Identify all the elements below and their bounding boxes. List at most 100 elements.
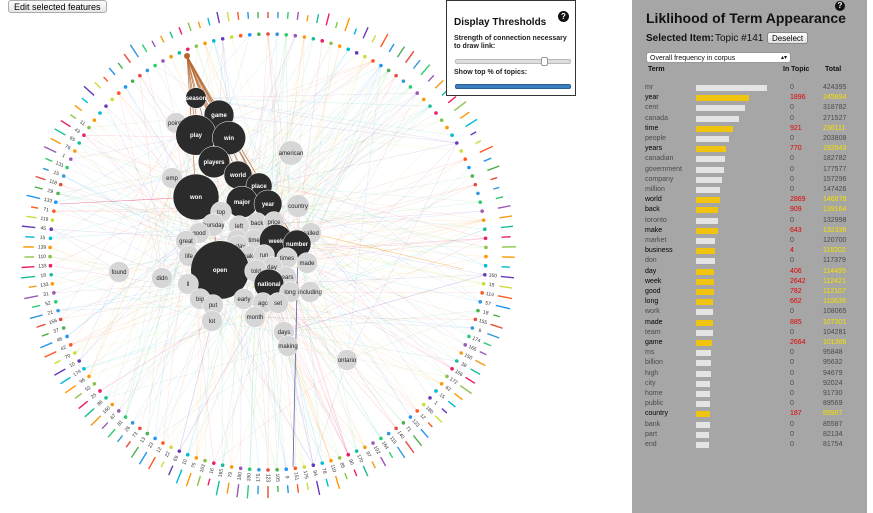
topic-node[interactable] xyxy=(257,468,261,472)
topic-node[interactable] xyxy=(337,44,342,48)
topic-node[interactable] xyxy=(58,317,63,322)
topic-node[interactable] xyxy=(48,254,52,259)
slider-thumb[interactable] xyxy=(541,57,548,66)
term-node[interactable] xyxy=(185,87,207,109)
term-node[interactable] xyxy=(296,252,318,274)
topic-node[interactable] xyxy=(371,441,375,445)
topic-node[interactable] xyxy=(484,254,488,259)
topic-node[interactable] xyxy=(401,79,406,83)
topic-node[interactable] xyxy=(110,402,115,407)
topic-node[interactable] xyxy=(467,165,471,170)
topic-node[interactable] xyxy=(98,111,102,115)
topic-node[interactable] xyxy=(473,182,478,187)
topic-node[interactable] xyxy=(421,402,426,407)
topic-node[interactable] xyxy=(220,463,225,468)
topic-node[interactable] xyxy=(346,47,351,52)
topic-node[interactable] xyxy=(48,263,53,268)
topic-node[interactable] xyxy=(177,51,182,55)
topic-node[interactable] xyxy=(177,449,182,453)
topic-node[interactable] xyxy=(379,63,383,68)
topic-node[interactable] xyxy=(211,461,216,465)
term-node[interactable] xyxy=(108,261,130,283)
topic-node[interactable] xyxy=(483,227,487,232)
sort-dropdown[interactable]: Overall frequency in corpus ▴▾ xyxy=(646,52,791,63)
topic-node[interactable] xyxy=(73,351,77,355)
topic-node[interactable] xyxy=(463,343,468,347)
topic-node[interactable] xyxy=(394,73,398,78)
topic-node[interactable] xyxy=(138,73,142,78)
term-node[interactable] xyxy=(151,267,173,289)
topic-node[interactable] xyxy=(275,32,279,36)
topic-node[interactable] xyxy=(483,236,488,241)
topic-node[interactable] xyxy=(185,47,190,52)
topic-node[interactable] xyxy=(77,359,82,363)
topic-node[interactable] xyxy=(476,191,480,196)
topic-node[interactable] xyxy=(65,165,69,170)
topic-node[interactable] xyxy=(247,467,252,472)
topic-node[interactable] xyxy=(68,157,73,161)
topic-node[interactable] xyxy=(49,272,53,277)
topic-node[interactable] xyxy=(185,452,190,457)
topic-node[interactable] xyxy=(439,382,444,386)
topic-node[interactable] xyxy=(445,374,449,379)
topic-node[interactable] xyxy=(275,468,279,472)
term-node[interactable] xyxy=(336,349,358,371)
top-topics-slider[interactable] xyxy=(455,84,571,89)
deselect-button[interactable]: Deselect xyxy=(767,32,809,44)
topic-node[interactable] xyxy=(320,39,325,43)
topic-node[interactable] xyxy=(87,125,91,130)
topic-node[interactable] xyxy=(470,174,475,178)
topic-node[interactable] xyxy=(329,41,333,46)
topic-node[interactable] xyxy=(450,133,454,137)
topic-node[interactable] xyxy=(311,36,316,41)
topic-node[interactable] xyxy=(363,445,367,450)
topic-node[interactable] xyxy=(354,449,359,453)
topic-node[interactable] xyxy=(408,85,413,89)
help-icon[interactable]: ? xyxy=(558,11,569,22)
topic-ring[interactable]: 1601511457181559174165150391661726215118… xyxy=(20,12,516,499)
topic-node[interactable] xyxy=(194,456,199,460)
topic-node[interactable] xyxy=(61,326,66,330)
topic-node[interactable] xyxy=(104,104,108,108)
topic-node[interactable] xyxy=(229,35,234,39)
topic-node[interactable] xyxy=(130,421,135,425)
topic-node[interactable] xyxy=(311,463,316,468)
topic-node[interactable] xyxy=(110,97,115,102)
connection-strength-slider[interactable] xyxy=(455,57,571,66)
topic-node[interactable] xyxy=(153,436,157,441)
topic-node[interactable] xyxy=(483,263,488,268)
topic-node[interactable] xyxy=(408,415,413,419)
topic-node[interactable] xyxy=(92,118,97,122)
topic-node[interactable] xyxy=(68,343,73,347)
topic-node[interactable] xyxy=(169,54,173,59)
topic-node[interactable] xyxy=(434,389,438,393)
topic-node[interactable] xyxy=(145,68,150,73)
topic-node[interactable] xyxy=(123,415,128,419)
selected-topic-node[interactable] xyxy=(184,53,190,59)
topic-node[interactable] xyxy=(52,209,56,213)
topic-node[interactable] xyxy=(473,317,478,322)
topic-node[interactable] xyxy=(65,334,69,339)
topic-node[interactable] xyxy=(56,308,60,313)
topic-node[interactable] xyxy=(463,157,468,161)
topic-node[interactable] xyxy=(481,282,486,286)
topic-node[interactable] xyxy=(459,149,463,153)
topic-node[interactable] xyxy=(484,245,488,250)
topic-node[interactable] xyxy=(428,104,432,108)
